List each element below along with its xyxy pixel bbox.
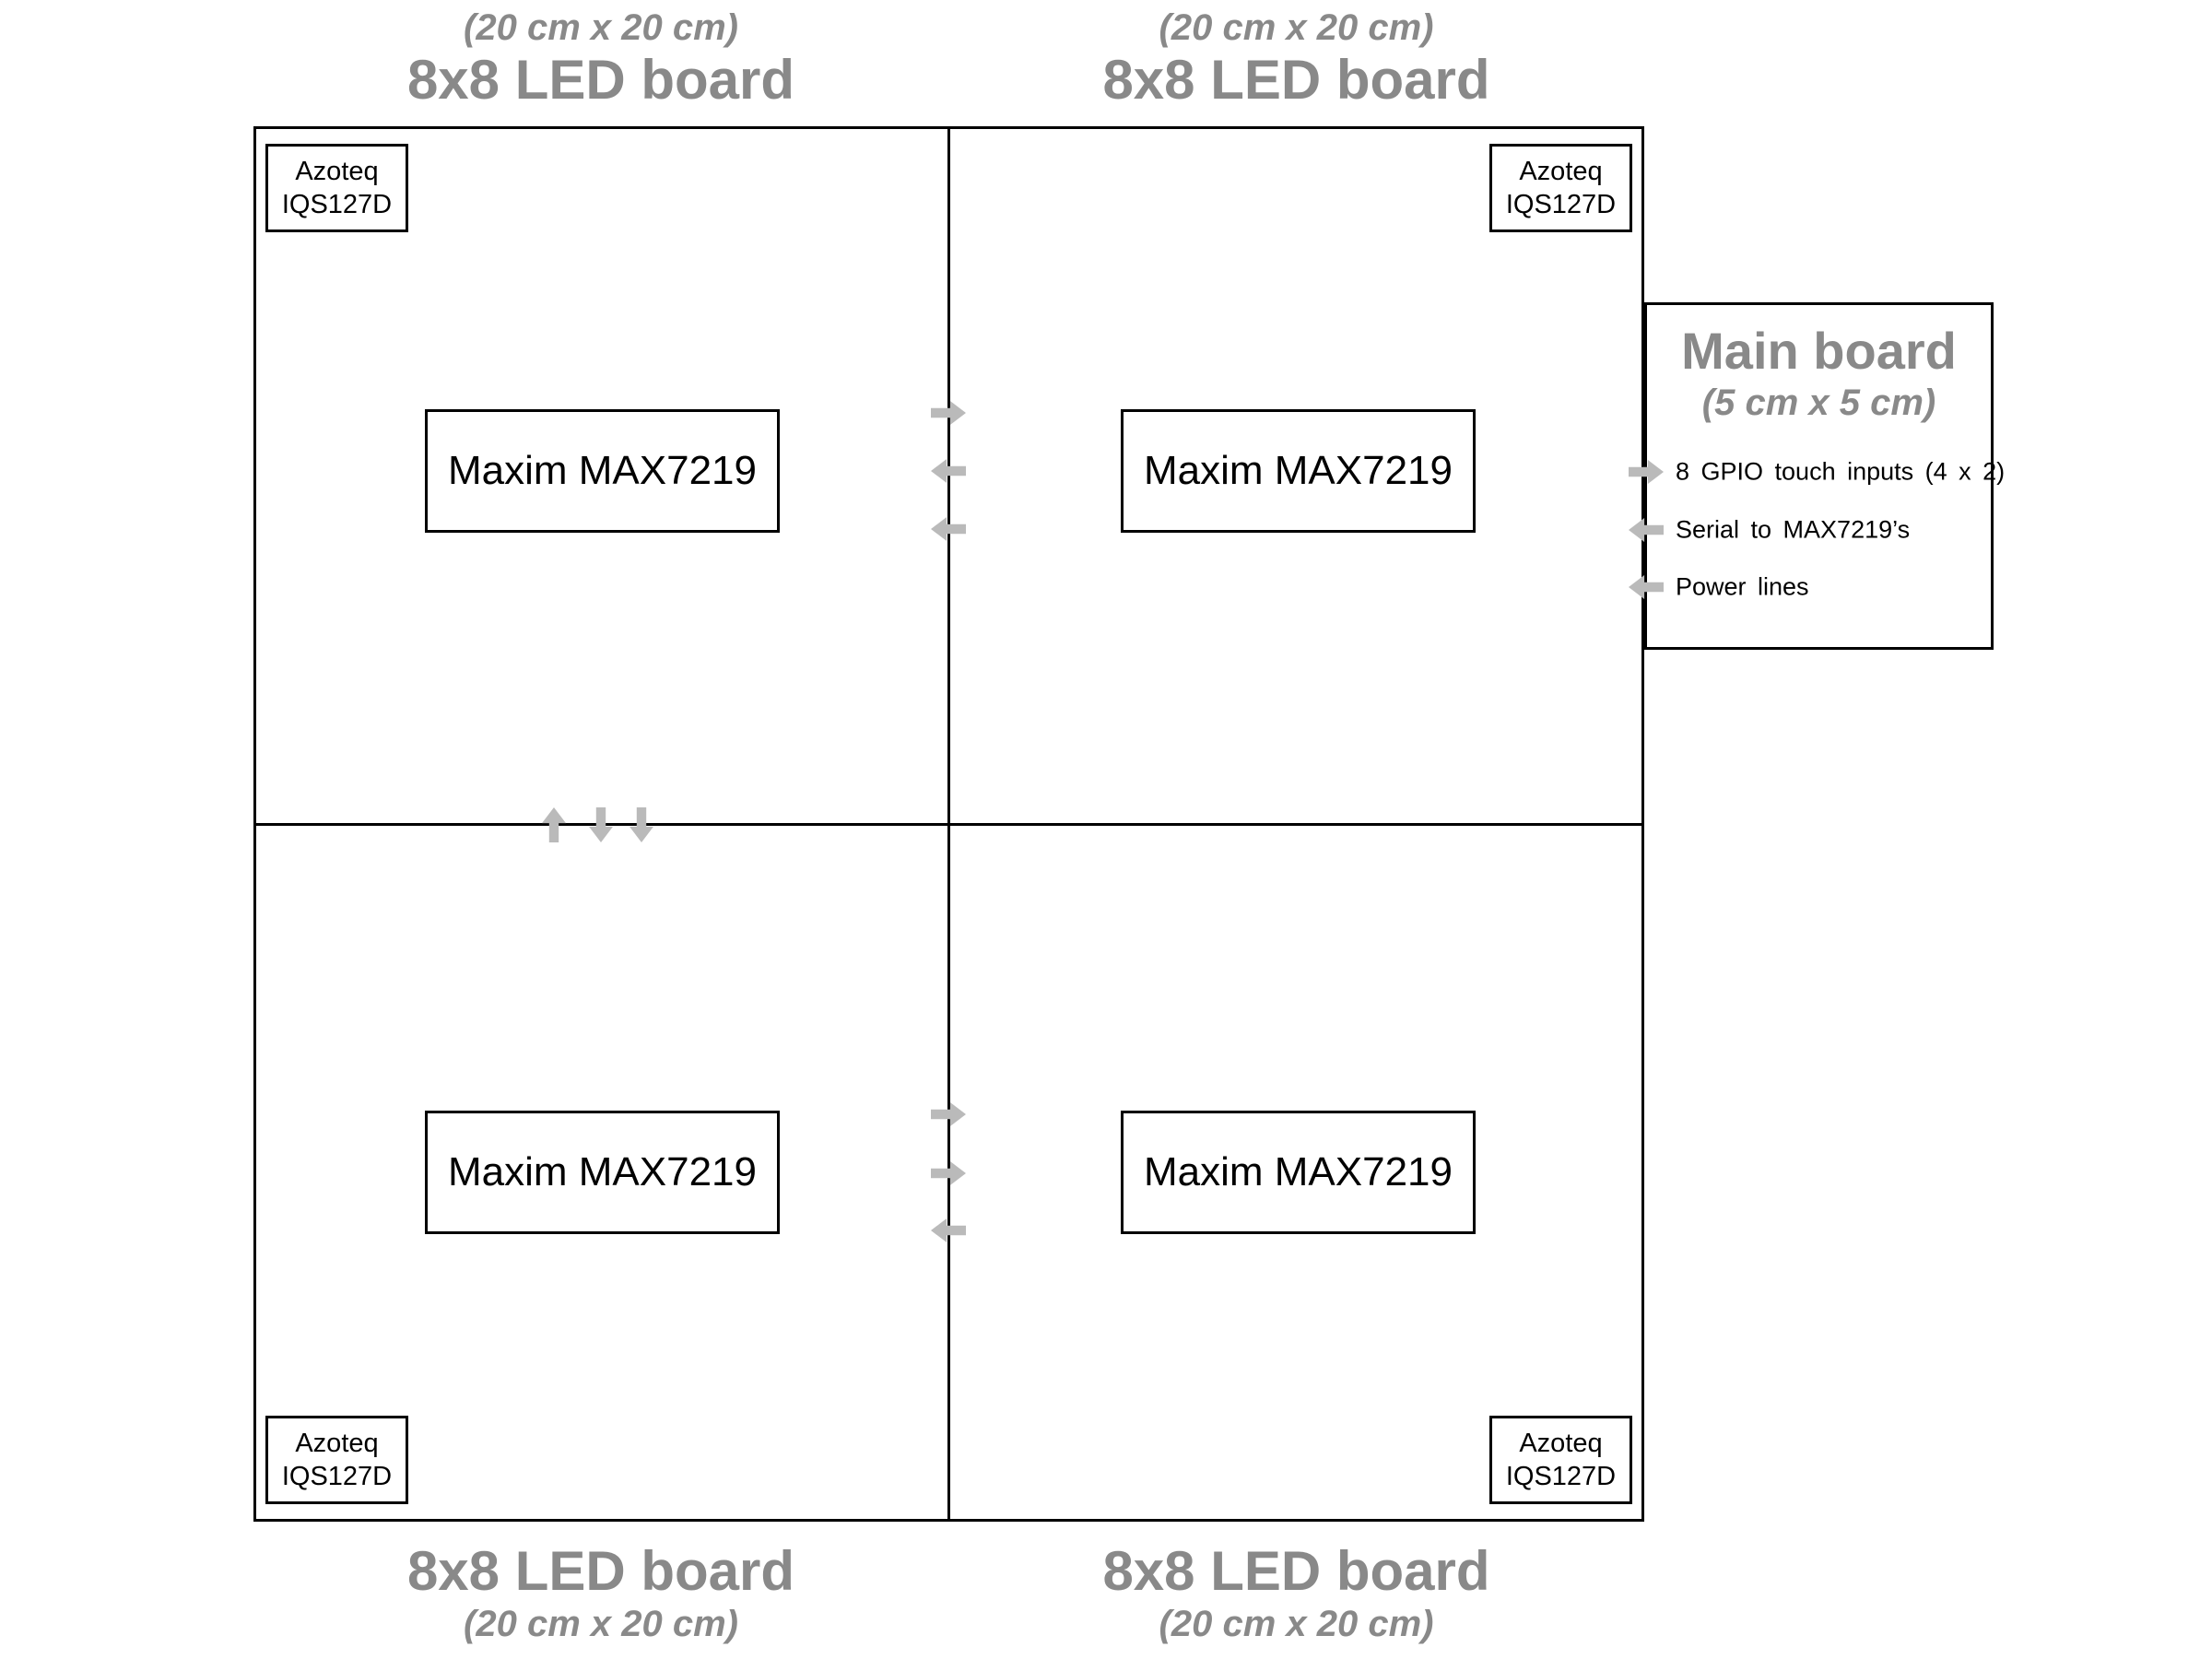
panel-header-bottom-left: 8x8 LED board (20 cm x 20 cm) bbox=[253, 1541, 948, 1646]
main-board-header: Main board (5 cm x 5 cm) bbox=[1647, 322, 1991, 425]
panel-header-top-right: (20 cm x 20 cm) 8x8 LED board bbox=[948, 6, 1644, 111]
panel-dimensions: (20 cm x 20 cm) bbox=[464, 1604, 738, 1644]
touch-sensor-model: IQS127D bbox=[281, 1462, 393, 1491]
horizontal-divider-line bbox=[253, 823, 1644, 826]
touch-sensor-box: Azoteq IQS127D bbox=[265, 144, 408, 232]
main-board-box: Main board (5 cm x 5 cm) bbox=[1644, 302, 1994, 650]
touch-sensor-box: Azoteq IQS127D bbox=[265, 1416, 408, 1504]
main-board-dimensions: (5 cm x 5 cm) bbox=[1701, 382, 1936, 423]
panel-header-bottom-right: 8x8 LED board (20 cm x 20 cm) bbox=[948, 1541, 1644, 1646]
touch-sensor-name: Azoteq bbox=[295, 1429, 379, 1458]
main-board-title: Main board bbox=[1681, 322, 1957, 380]
panel-header-top-left: (20 cm x 20 cm) 8x8 LED board bbox=[253, 6, 948, 111]
led-driver-box: Maxim MAX7219 bbox=[425, 1111, 780, 1234]
touch-sensor-model: IQS127D bbox=[281, 190, 393, 219]
panel-dimensions: (20 cm x 20 cm) bbox=[1159, 7, 1434, 48]
touch-sensor-box: Azoteq IQS127D bbox=[1489, 144, 1632, 232]
connection-label-power: Power lines bbox=[1676, 572, 1809, 601]
led-driver-label: Maxim MAX7219 bbox=[447, 448, 757, 493]
connection-label-gpio: 8 GPIO touch inputs (4 x 2) bbox=[1676, 457, 2006, 486]
panel-title: 8x8 LED board bbox=[1102, 1540, 1490, 1602]
panel-title: 8x8 LED board bbox=[1102, 49, 1490, 111]
touch-sensor-model: IQS127D bbox=[1505, 190, 1617, 219]
touch-sensor-name: Azoteq bbox=[1519, 1429, 1603, 1458]
led-driver-label: Maxim MAX7219 bbox=[1143, 448, 1453, 493]
touch-sensor-box: Azoteq IQS127D bbox=[1489, 1416, 1632, 1504]
panel-dimensions: (20 cm x 20 cm) bbox=[464, 7, 738, 48]
led-driver-box: Maxim MAX7219 bbox=[1121, 1111, 1476, 1234]
led-driver-box: Maxim MAX7219 bbox=[425, 409, 780, 533]
touch-sensor-name: Azoteq bbox=[295, 157, 379, 186]
touch-sensor-model: IQS127D bbox=[1505, 1462, 1617, 1491]
panel-title: 8x8 LED board bbox=[406, 1540, 795, 1602]
led-driver-box: Maxim MAX7219 bbox=[1121, 409, 1476, 533]
led-driver-label: Maxim MAX7219 bbox=[447, 1149, 757, 1194]
led-driver-label: Maxim MAX7219 bbox=[1143, 1149, 1453, 1194]
panel-dimensions: (20 cm x 20 cm) bbox=[1159, 1604, 1434, 1644]
panel-title: 8x8 LED board bbox=[406, 49, 795, 111]
connection-label-serial: Serial to MAX7219’s bbox=[1676, 515, 1911, 544]
touch-sensor-name: Azoteq bbox=[1519, 157, 1603, 186]
